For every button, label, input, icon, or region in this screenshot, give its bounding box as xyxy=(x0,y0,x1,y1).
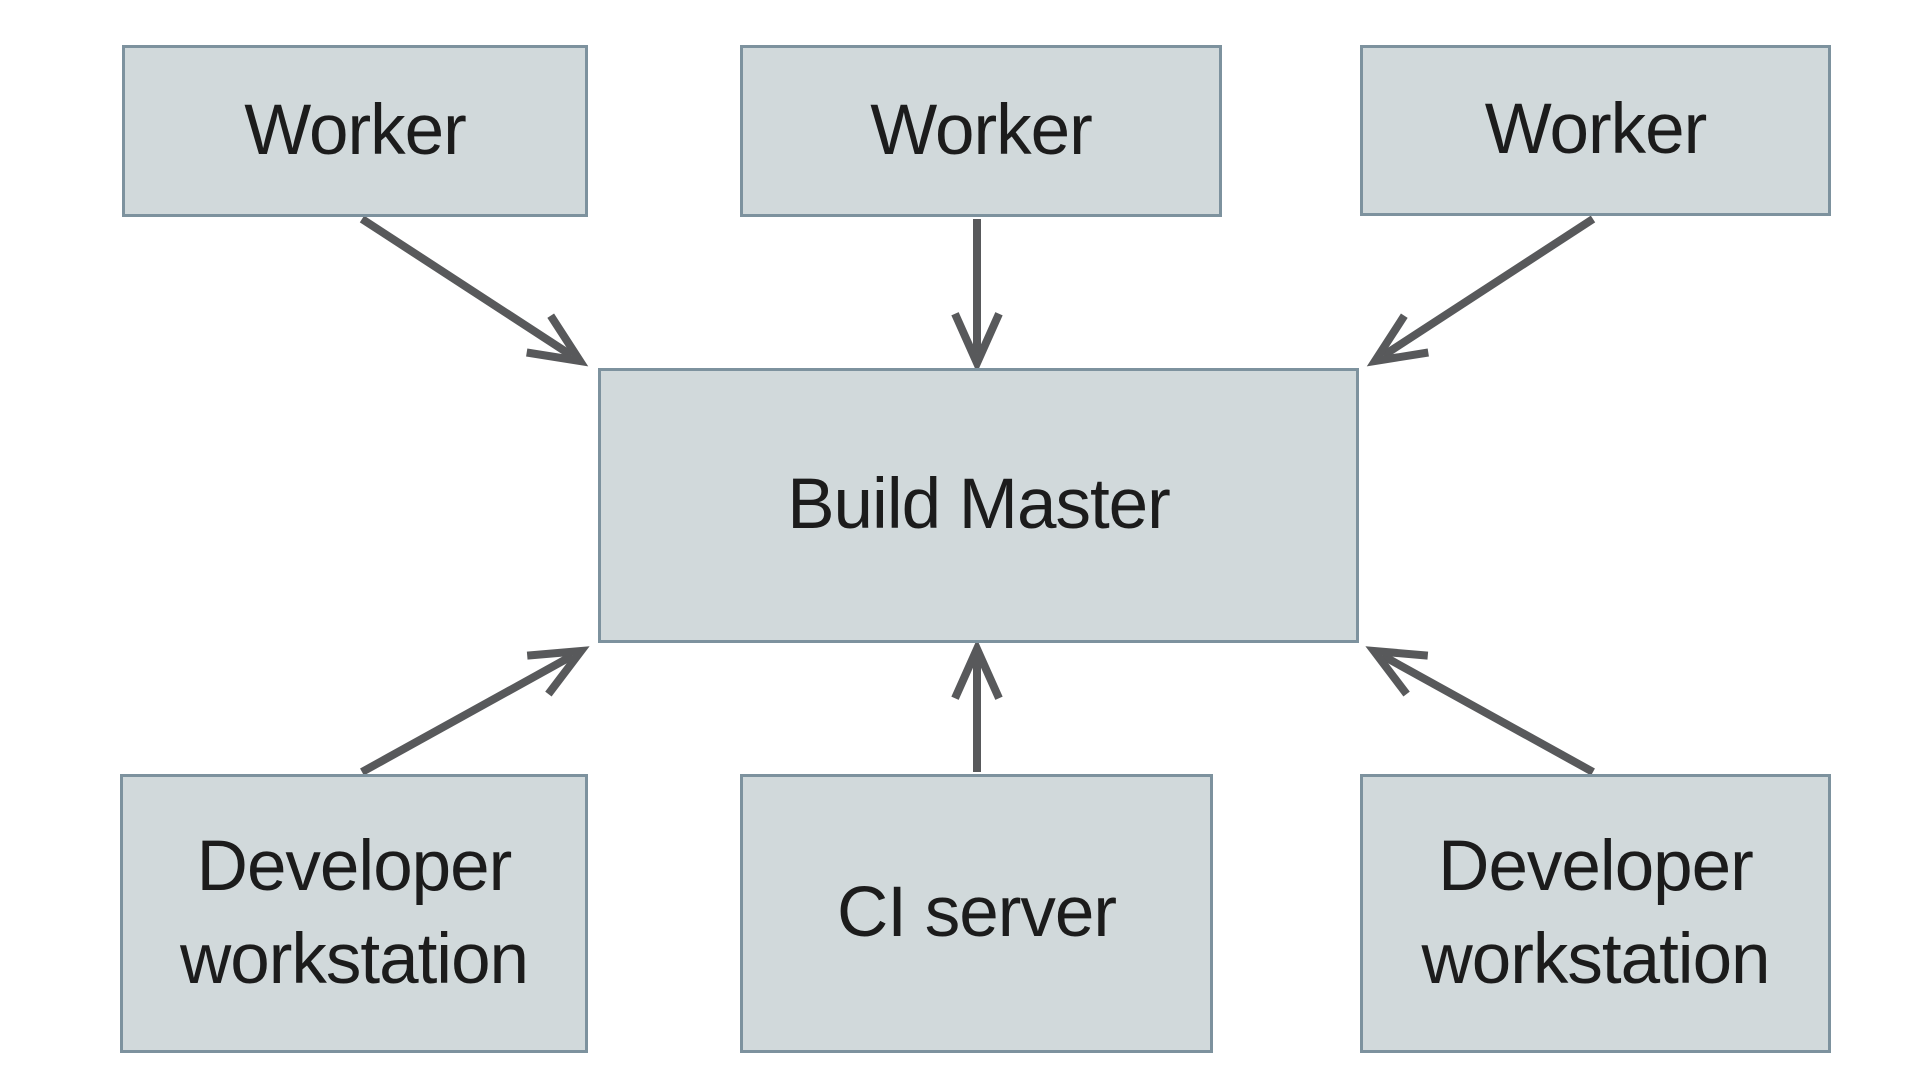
node-worker-1-label: Worker xyxy=(244,90,466,170)
node-build-master-label: Build Master xyxy=(787,465,1171,545)
node-worker-1: Worker xyxy=(122,45,588,217)
node-ci-server: CI server xyxy=(740,774,1213,1053)
node-worker-2-label: Worker xyxy=(870,90,1092,170)
arrow-worker-3-to-build-master xyxy=(1366,215,1596,367)
node-ci-server-label: CI server xyxy=(837,873,1117,953)
arrow-ci-server-to-build-master xyxy=(951,639,1003,772)
node-worker-2: Worker xyxy=(740,45,1222,217)
node-developer-workstation-right: Developer workstation xyxy=(1360,774,1831,1053)
node-developer-workstation-right-label: Developer workstation xyxy=(1421,827,1770,999)
arrow-dev-workstation-left-to-build-master xyxy=(360,646,590,776)
node-developer-workstation-left: Developer workstation xyxy=(120,774,588,1053)
node-build-master: Build Master xyxy=(598,368,1359,643)
arrow-worker-2-to-build-master xyxy=(951,219,1003,373)
node-worker-3: Worker xyxy=(1360,45,1831,216)
node-worker-3-label: Worker xyxy=(1484,90,1707,170)
arrow-worker-1-to-build-master xyxy=(359,215,589,367)
node-developer-workstation-left-label: Developer workstation xyxy=(179,827,529,999)
arrow-dev-workstation-right-to-build-master xyxy=(1365,646,1595,776)
